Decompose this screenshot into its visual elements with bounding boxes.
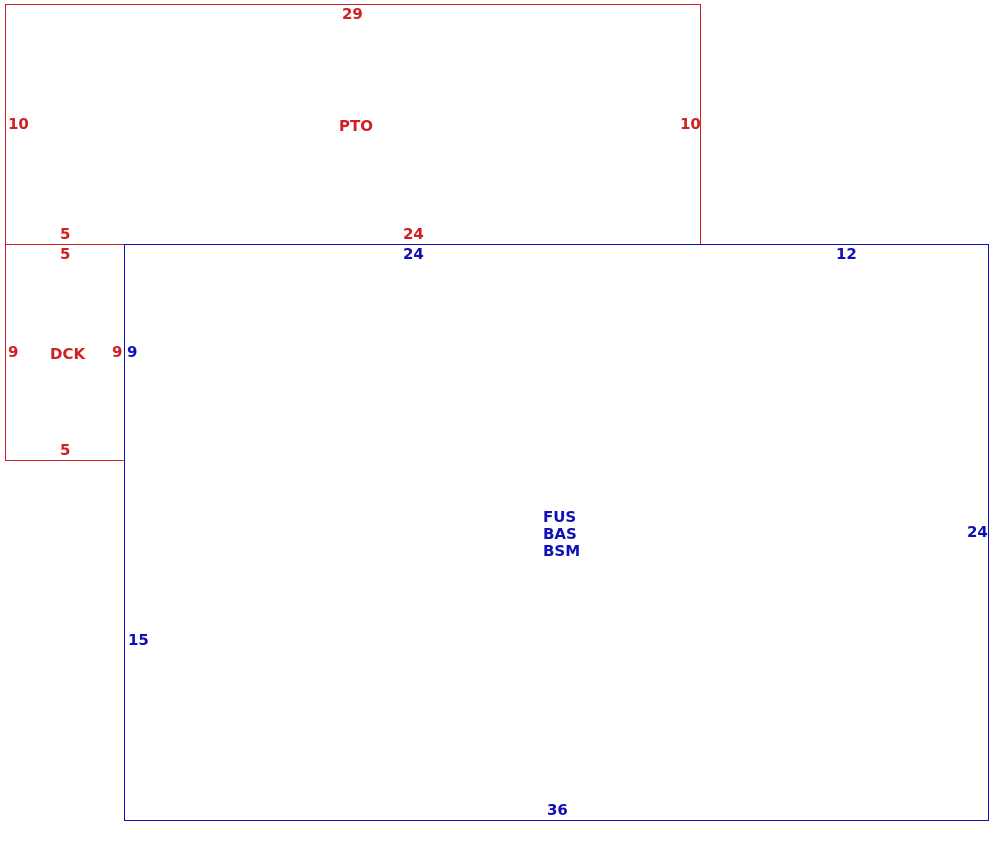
- main-label-bas: BAS: [543, 525, 577, 543]
- dck-dim-right: 9: [112, 343, 123, 361]
- dck-dim-bottom: 5: [60, 441, 71, 459]
- dck-dim-top: 5: [60, 245, 71, 263]
- main-dim-top-left: 24: [403, 245, 424, 263]
- pto-dim-right: 10: [680, 115, 701, 133]
- pto-dim-left: 10: [8, 115, 29, 133]
- main-dim-top-right: 12: [836, 245, 857, 263]
- pto-dim-bottom-right: 24: [403, 225, 424, 243]
- dck-label: DCK: [50, 345, 86, 363]
- main-label-bsm: BSM: [543, 542, 581, 560]
- pto-dim-top: 29: [342, 5, 363, 23]
- dck-dim-left: 9: [8, 343, 19, 361]
- main-dim-bottom: 36: [547, 801, 568, 819]
- main-dim-left-lower: 15: [128, 631, 149, 649]
- main-dim-right: 24: [967, 523, 988, 541]
- main-dim-left-upper: 9: [127, 343, 138, 361]
- pto-label: PTO: [339, 117, 373, 135]
- main-label-fus: FUS: [543, 508, 577, 526]
- pto-dim-bottom-left: 5: [60, 225, 71, 243]
- main-outline: [124, 244, 989, 821]
